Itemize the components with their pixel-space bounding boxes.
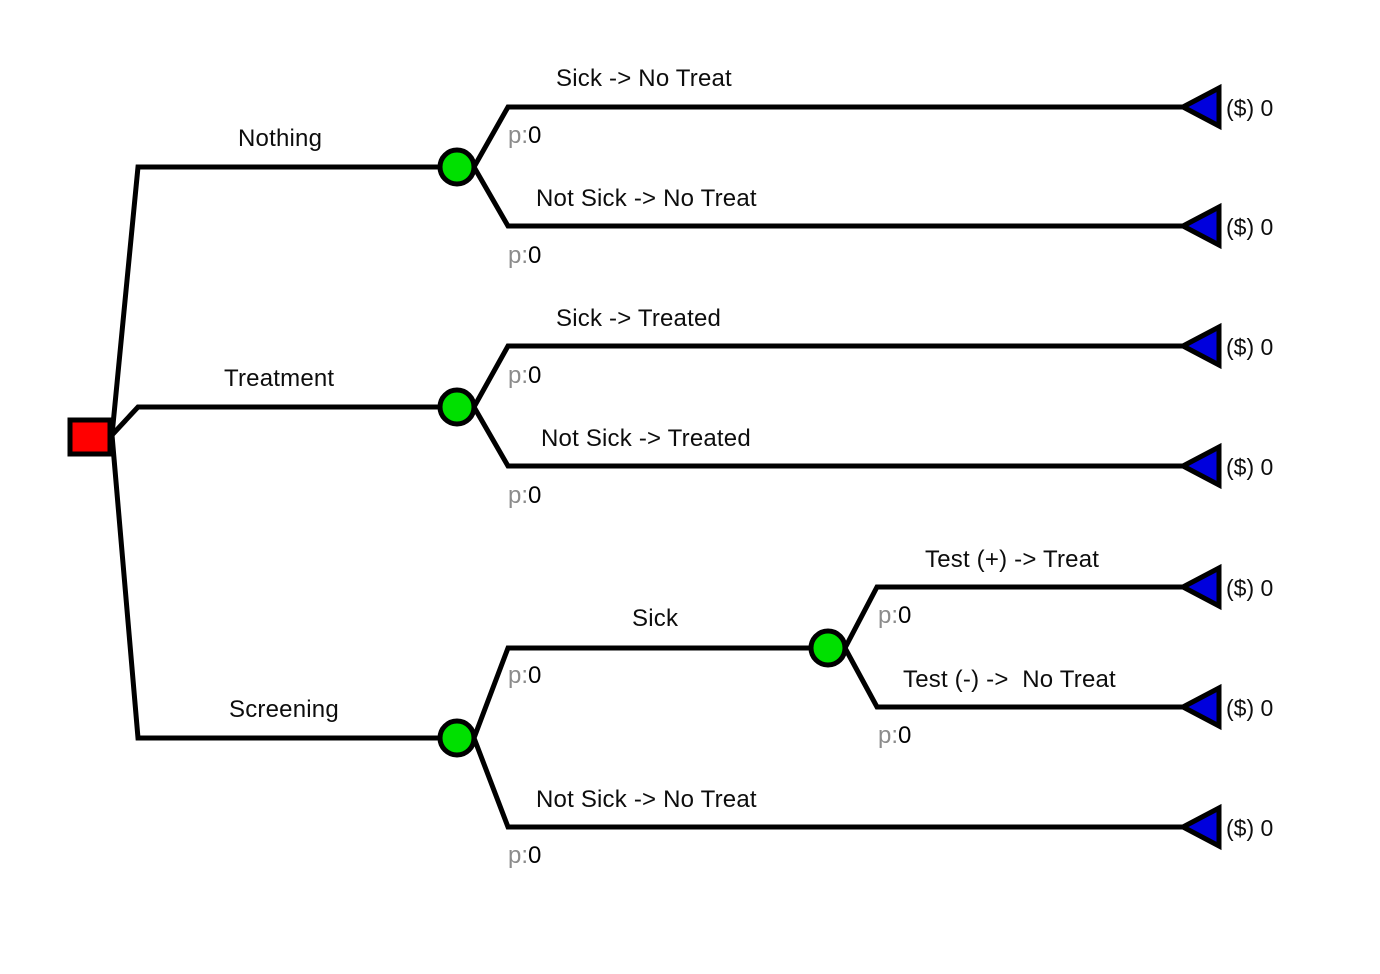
terminal-node-treatment-sick[interactable] bbox=[1177, 322, 1222, 370]
prob-label-test-positive: p:0 bbox=[878, 602, 911, 630]
branch-test-positive-treat[interactable] bbox=[842, 584, 1190, 650]
branch-treatment-not-sick-treated[interactable] bbox=[471, 405, 1190, 469]
nothing-chance-node[interactable] bbox=[437, 147, 477, 187]
branch-treatment-sick-treated[interactable] bbox=[471, 343, 1190, 409]
prob-value: 0 bbox=[898, 602, 912, 629]
prob-value: 0 bbox=[528, 482, 542, 509]
test-chance-node[interactable] bbox=[808, 628, 848, 668]
terminal-node-treatment-not-sick[interactable] bbox=[1177, 442, 1222, 490]
branch-label-screening: Screening bbox=[229, 696, 339, 723]
terminal-node-test-negative[interactable] bbox=[1177, 683, 1222, 731]
prob-label-sick-treated: p:0 bbox=[508, 362, 541, 390]
branch-nothing-not-sick-no-treat[interactable] bbox=[471, 165, 1190, 229]
branch-root-to-treatment[interactable] bbox=[110, 404, 440, 437]
branch-label-not-sick-no-treat: Not Sick -> No Treat bbox=[536, 185, 757, 212]
payoff-label-nothing-sick: ($) 0 bbox=[1226, 95, 1274, 121]
prob-prefix: p: bbox=[508, 842, 529, 869]
prob-prefix: p: bbox=[878, 602, 899, 629]
prob-label-not-sick-treated: p:0 bbox=[508, 482, 541, 510]
branch-label-sick: Sick bbox=[632, 605, 679, 632]
branch-label-treatment: Treatment bbox=[224, 365, 335, 392]
branch-test-negative-no-treat[interactable] bbox=[842, 646, 1190, 710]
prob-value: 0 bbox=[528, 242, 542, 269]
branch-label-test-negative-no-treat: Test (-) -> No Treat bbox=[903, 666, 1116, 693]
payoff-label-screening-not-sick: ($) 0 bbox=[1226, 815, 1274, 841]
payoff-label-test-positive: ($) 0 bbox=[1226, 575, 1274, 601]
payoff-label-test-negative: ($) 0 bbox=[1226, 695, 1274, 721]
payoff-label-nothing-not-sick: ($) 0 bbox=[1226, 214, 1274, 240]
terminal-node-nothing-sick[interactable] bbox=[1177, 83, 1222, 131]
branch-label-test-positive-treat: Test (+) -> Treat bbox=[925, 546, 1100, 573]
prob-value: 0 bbox=[528, 122, 542, 149]
prob-label-sick: p:0 bbox=[508, 662, 541, 690]
prob-label-screening-not-sick: p:0 bbox=[508, 842, 541, 870]
prob-label-sick-no-treat: p:0 bbox=[508, 122, 541, 150]
branch-label-nothing: Nothing bbox=[238, 125, 323, 152]
prob-prefix: p: bbox=[508, 242, 529, 269]
branch-label-screening-not-sick-no-treat: Not Sick -> No Treat bbox=[536, 786, 757, 813]
branch-screening-not-sick-no-treat[interactable] bbox=[471, 737, 1190, 830]
prob-prefix: p: bbox=[508, 362, 529, 389]
prob-prefix: p: bbox=[878, 722, 899, 749]
prob-prefix: p: bbox=[508, 662, 529, 689]
root-decision-node[interactable] bbox=[67, 417, 113, 457]
prob-prefix: p: bbox=[508, 482, 529, 509]
terminal-node-screening-not-sick[interactable] bbox=[1177, 803, 1222, 851]
branch-label-not-sick-treated: Not Sick -> Treated bbox=[541, 425, 751, 452]
prob-label-test-negative: p:0 bbox=[878, 722, 911, 750]
prob-value: 0 bbox=[528, 662, 542, 689]
screening-chance-node[interactable] bbox=[437, 718, 477, 758]
prob-value: 0 bbox=[898, 722, 912, 749]
prob-label-not-sick-no-treat: p:0 bbox=[508, 242, 541, 270]
branch-screening-sick[interactable] bbox=[471, 645, 811, 739]
branch-label-sick-treated: Sick -> Treated bbox=[556, 305, 722, 332]
prob-prefix: p: bbox=[508, 122, 529, 149]
branch-nothing-sick-no-treat[interactable] bbox=[471, 104, 1190, 169]
payoff-label-treatment-sick: ($) 0 bbox=[1226, 334, 1274, 360]
terminal-node-nothing-not-sick[interactable] bbox=[1177, 202, 1222, 250]
branch-root-to-nothing[interactable] bbox=[109, 164, 440, 436]
terminal-node-test-positive[interactable] bbox=[1177, 563, 1222, 611]
prob-value: 0 bbox=[528, 842, 542, 869]
prob-value: 0 bbox=[528, 362, 542, 389]
branch-root-to-screening[interactable] bbox=[109, 434, 440, 741]
branch-label-sick-no-treat: Sick -> No Treat bbox=[556, 65, 732, 92]
payoff-label-treatment-not-sick: ($) 0 bbox=[1226, 454, 1274, 480]
treatment-chance-node[interactable] bbox=[437, 387, 477, 427]
